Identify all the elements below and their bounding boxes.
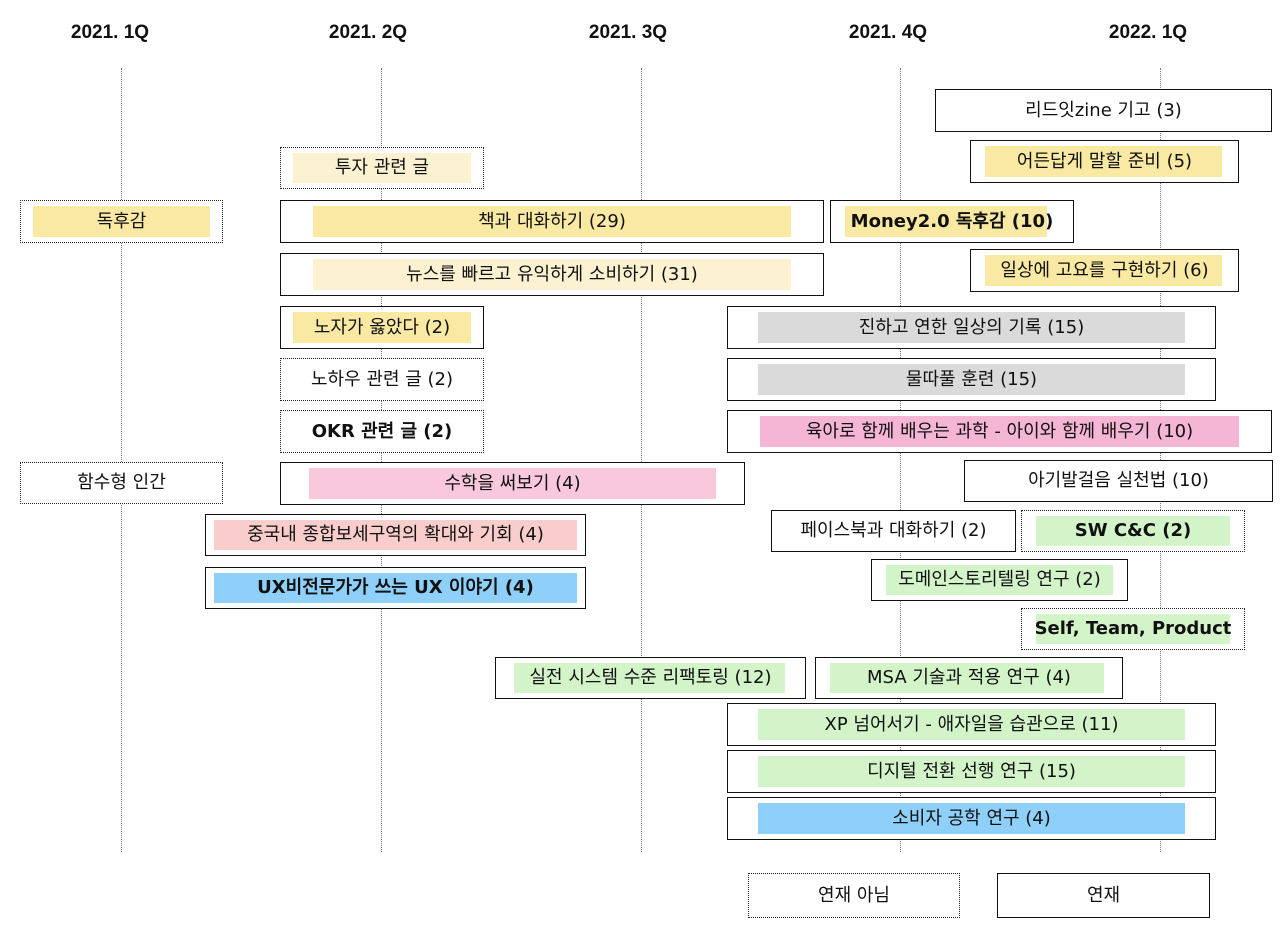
timeline-item-label: 페이스북과 대화하기 (2) [800, 520, 987, 541]
timeline-item-label: 책과 대화하기 (29) [478, 210, 626, 232]
timeline-item-label: 독후감 [96, 210, 147, 232]
quarter-label-2021-3q: 2021. 3Q [588, 22, 668, 43]
timeline-item: 책과 대화하기 (29) [280, 200, 824, 243]
timeline-item: 도메인스토리텔링 연구 (2) [871, 559, 1128, 601]
timeline-item-label: 노하우 관련 글 (2) [310, 368, 454, 390]
timeline-item: 투자 관련 글 [280, 147, 484, 189]
timeline-item-label: 실전 시스템 수준 리팩토링 (12) [529, 667, 772, 688]
legend-not-serialized: 연재 아님 [748, 873, 960, 918]
timeline-item: 페이스북과 대화하기 (2) [771, 510, 1016, 552]
quarter-label-2022-1q: 2022. 1Q [1108, 22, 1188, 43]
timeline-item-label: 함수형 인간 [77, 472, 166, 493]
timeline-item: 실전 시스템 수준 리팩토링 (12) [495, 657, 806, 699]
timeline-item-label: 디지털 전환 선행 연구 (15) [867, 760, 1076, 782]
timeline-item-label: 수학을 써보기 (4) [444, 472, 581, 494]
timeline-item: 아기발걸음 실천법 (10) [964, 460, 1273, 502]
timeline-item-label: 리드잇zine 기고 (3) [1025, 99, 1182, 121]
timeline-item-label: 뉴스를 빠르고 유익하게 소비하기 (31) [406, 263, 698, 285]
timeline-item-label: Money2.0 독후감 (10) [850, 210, 1054, 232]
timeline-item: 일상에 고요를 구현하기 (6) [970, 249, 1239, 292]
timeline-item: 노하우 관련 글 (2) [280, 358, 484, 401]
timeline-item-label: UX비전문가가 쓰는 UX 이야기 (4) [257, 577, 534, 598]
timeline-item-label: 일상에 고요를 구현하기 (6) [1000, 259, 1209, 281]
timeline-item: Money2.0 독후감 (10) [830, 200, 1074, 243]
quarter-gridline [381, 68, 382, 852]
timeline-item: 중국내 종합보세구역의 확대와 기회 (4) [205, 514, 586, 556]
timeline-item-label: 어든답게 말할 준비 (5) [1016, 150, 1193, 172]
timeline-item: SW C&C (2) [1021, 510, 1245, 552]
timeline-item-label: 도메인스토리텔링 연구 (2) [898, 569, 1101, 590]
timeline-item-label: 물따풀 훈련 (15) [905, 368, 1038, 390]
quarter-gridline [121, 68, 122, 852]
timeline-item-label: XP 넘어서기 - 애자일을 습관으로 (11) [824, 713, 1119, 735]
legend-label: 연재 아님 [818, 884, 890, 906]
quarter-label-2021-4q: 2021. 4Q [848, 22, 928, 43]
quarter-label-2021-2q: 2021. 2Q [328, 22, 408, 43]
timeline-item-label: 육아로 함께 배우는 과학 - 아이와 함께 배우기 (10) [805, 420, 1194, 442]
timeline-item-label: 소비자 공학 연구 (4) [892, 807, 1051, 829]
timeline-item: 노자가 옳았다 (2) [280, 306, 484, 349]
timeline-item-label: Self, Team, Product [1034, 618, 1232, 639]
timeline-item: 수학을 써보기 (4) [280, 462, 745, 505]
timeline-item: 소비자 공학 연구 (4) [727, 797, 1216, 840]
timeline-item: 디지털 전환 선행 연구 (15) [727, 750, 1216, 793]
quarter-gridline [641, 68, 642, 852]
timeline-item: 독후감 [20, 200, 223, 243]
timeline-item: 물따풀 훈련 (15) [727, 358, 1216, 401]
timeline-item: 육아로 함께 배우는 과학 - 아이와 함께 배우기 (10) [727, 410, 1272, 453]
timeline-item-label: 투자 관련 글 [334, 157, 430, 178]
timeline-item-label: 중국내 종합보세구역의 확대와 기회 (4) [247, 524, 544, 545]
timeline-item: OKR 관련 글 (2) [280, 410, 484, 453]
timeline-item-label: 노자가 옳았다 (2) [313, 316, 451, 338]
timeline-item-label: 진하고 연한 일상의 기록 (15) [858, 316, 1085, 338]
legend-label: 연재 [1086, 884, 1121, 906]
timeline-item: 뉴스를 빠르고 유익하게 소비하기 (31) [280, 253, 824, 296]
timeline-item-label: SW C&C (2) [1074, 520, 1192, 541]
timeline-item-label: OKR 관련 글 (2) [311, 420, 453, 442]
timeline-item: Self, Team, Product [1021, 608, 1245, 650]
timeline-item: XP 넘어서기 - 애자일을 습관으로 (11) [727, 703, 1216, 746]
timeline-item-label: MSA 기술과 적용 연구 (4) [867, 667, 1071, 688]
timeline-item: 진하고 연한 일상의 기록 (15) [727, 306, 1216, 349]
quarter-label-2021-1q: 2021. 1Q [70, 22, 150, 43]
timeline-item: 어든답게 말할 준비 (5) [970, 140, 1239, 183]
quarter-gridline [900, 68, 901, 852]
timeline-item: 함수형 인간 [20, 462, 223, 504]
timeline-item: UX비전문가가 쓰는 UX 이야기 (4) [205, 567, 586, 609]
timeline-item-label: 아기발걸음 실천법 (10) [1028, 470, 1209, 491]
timeline-item: MSA 기술과 적용 연구 (4) [815, 657, 1123, 699]
timeline-item: 리드잇zine 기고 (3) [935, 89, 1272, 132]
legend-serialized: 연재 [997, 873, 1210, 918]
